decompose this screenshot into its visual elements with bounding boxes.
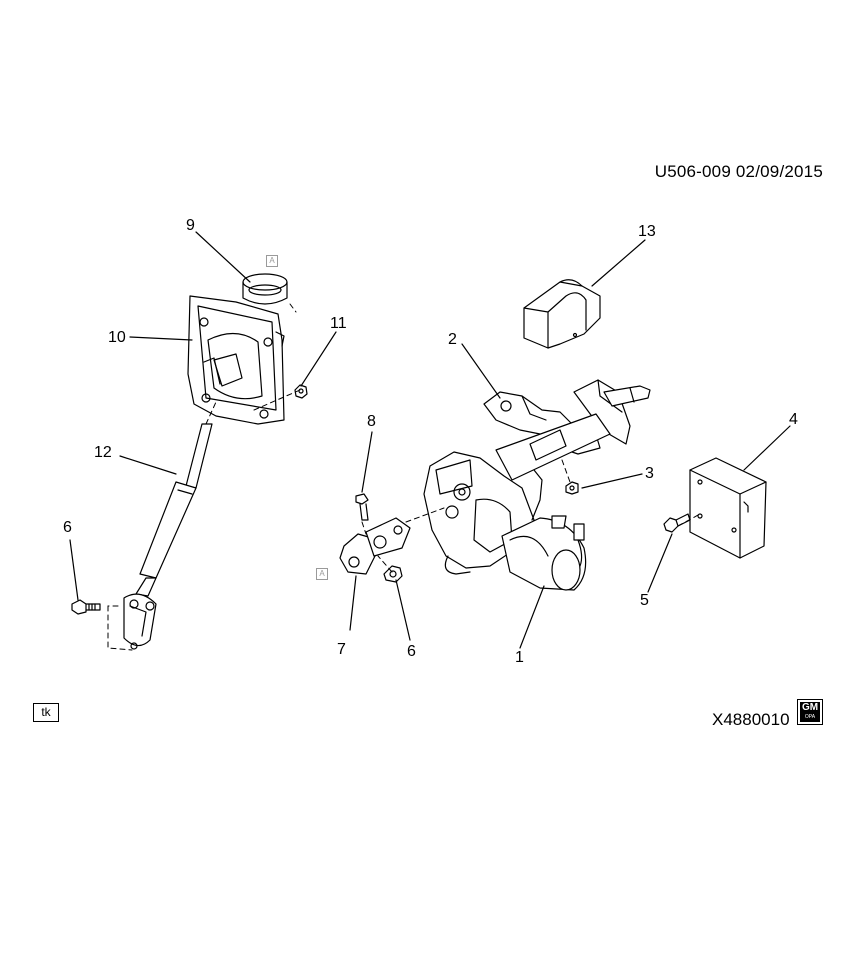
callout-1: 1: [515, 649, 524, 666]
part-3-nut: [565, 481, 579, 495]
part-1-column-assembly: [423, 385, 651, 591]
gm-logo-subtext: OPA: [804, 714, 816, 720]
callout-4: 4: [789, 411, 798, 428]
reference-mark-a-top: A: [266, 255, 278, 267]
part-4-control-module: [689, 457, 767, 559]
callout-8: 8: [367, 413, 376, 430]
part-11-nut: [294, 384, 308, 399]
reference-mark-a-middle: A: [316, 568, 328, 580]
gm-logo: GM OPA: [797, 699, 823, 725]
callout-3: 3: [645, 465, 654, 482]
part-6-bolt-middle: [383, 565, 403, 583]
callout-6-middle: 6: [407, 643, 416, 660]
part-9-seal: [242, 273, 288, 305]
callout-10: 10: [108, 329, 126, 346]
callout-12: 12: [94, 444, 112, 461]
callout-5: 5: [640, 592, 649, 609]
alignment-dashes: [107, 303, 701, 651]
diagram-code-date: U506-009 02/09/2015: [654, 162, 823, 181]
part-8-bolt: [355, 493, 369, 521]
part-10-cover-plate: [187, 295, 285, 425]
callout-13: 13: [638, 223, 656, 240]
part-7-joint: [339, 517, 411, 575]
callout-7: 7: [337, 641, 346, 658]
part-5-bolt: [663, 513, 691, 533]
callout-2: 2: [448, 331, 457, 348]
callout-9: 9: [186, 217, 195, 234]
tk-label: tk: [33, 703, 59, 722]
leader-lines: [69, 231, 791, 649]
part-12-intermediate-shaft: [123, 423, 213, 650]
callout-6-left: 6: [63, 519, 72, 536]
gm-logo-text: GM: [801, 702, 819, 713]
part-6-bolt-left: [71, 599, 101, 615]
part-13-cover: [523, 279, 601, 349]
figure-id: X4880010: [712, 710, 790, 729]
callout-11: 11: [330, 315, 347, 332]
